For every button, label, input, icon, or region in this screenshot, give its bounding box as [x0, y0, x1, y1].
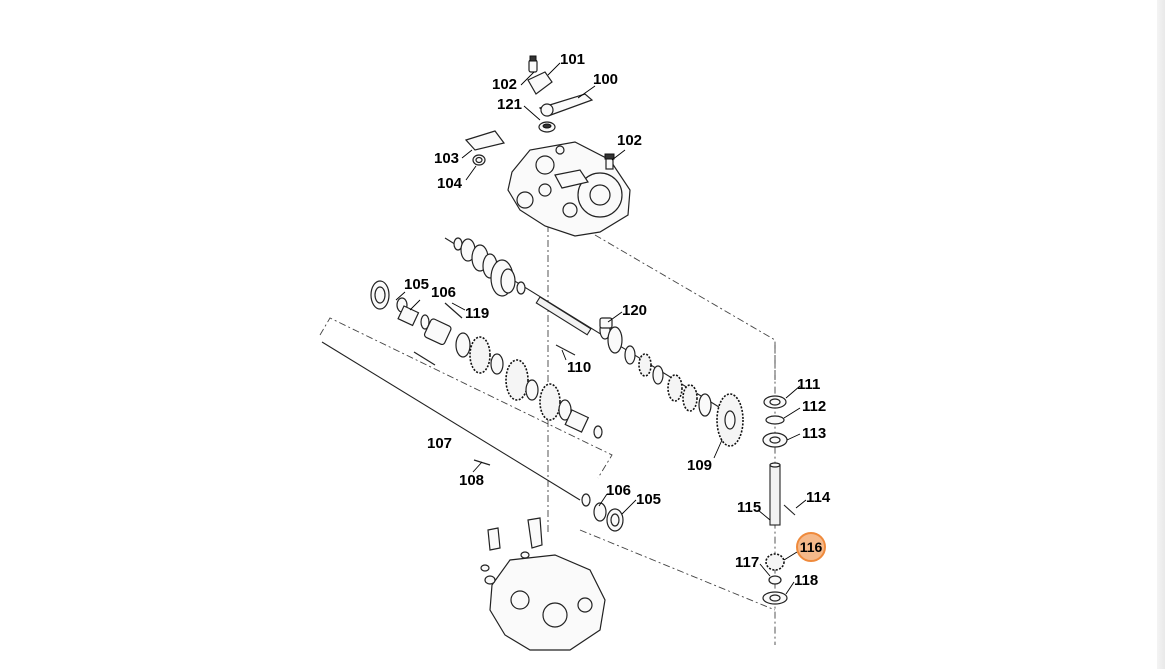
page-edge-strip [1157, 0, 1165, 669]
part-label-105[interactable]: 105 [404, 276, 430, 293]
part-label-108[interactable]: 108 [459, 472, 485, 489]
part-label-120[interactable]: 120 [622, 302, 648, 319]
part-label-115[interactable]: 115 [737, 499, 762, 516]
lower-gear-shaft [321, 332, 624, 532]
part-label-113[interactable]: 113 [802, 425, 827, 442]
alignment-lines [319, 225, 776, 645]
part-label-111[interactable]: 111 [797, 376, 821, 393]
part-label-116-highlighted[interactable]: 116 [796, 532, 826, 562]
lower-housing [480, 517, 606, 651]
part-label-103[interactable]: 103 [434, 150, 460, 167]
part-label-118[interactable]: 118 [794, 572, 819, 589]
part-label-121[interactable]: 121 [497, 96, 523, 113]
part-label-106[interactable]: 106 [431, 284, 457, 301]
vertical-output-shaft [762, 395, 788, 605]
upper-gear-shaft [444, 237, 744, 447]
part-label-119[interactable]: 119 [465, 305, 490, 322]
left-bearing-parts [370, 280, 463, 366]
upper-housing [507, 141, 631, 237]
part-label-106-lower[interactable]: 106 [606, 482, 632, 499]
part-label-105-lower[interactable]: 105 [636, 491, 662, 508]
part-label-101[interactable]: 101 [560, 51, 586, 68]
part-label-110[interactable]: 110 [567, 359, 592, 376]
leader-lines [395, 62, 807, 595]
shift-lever-parts [464, 55, 615, 170]
part-label-104[interactable]: 104 [437, 175, 463, 192]
part-label-109[interactable]: 109 [687, 457, 713, 474]
part-label-112[interactable]: 112 [802, 398, 827, 415]
part-label-102[interactable]: 102 [492, 76, 518, 93]
part-label-117[interactable]: 117 [735, 554, 760, 571]
keys-and-pins [555, 317, 796, 516]
part-label-107[interactable]: 107 [427, 435, 453, 452]
part-label-100[interactable]: 100 [593, 71, 619, 88]
part-label-114[interactable]: 114 [806, 489, 831, 506]
part-label-102-right[interactable]: 102 [617, 132, 643, 149]
